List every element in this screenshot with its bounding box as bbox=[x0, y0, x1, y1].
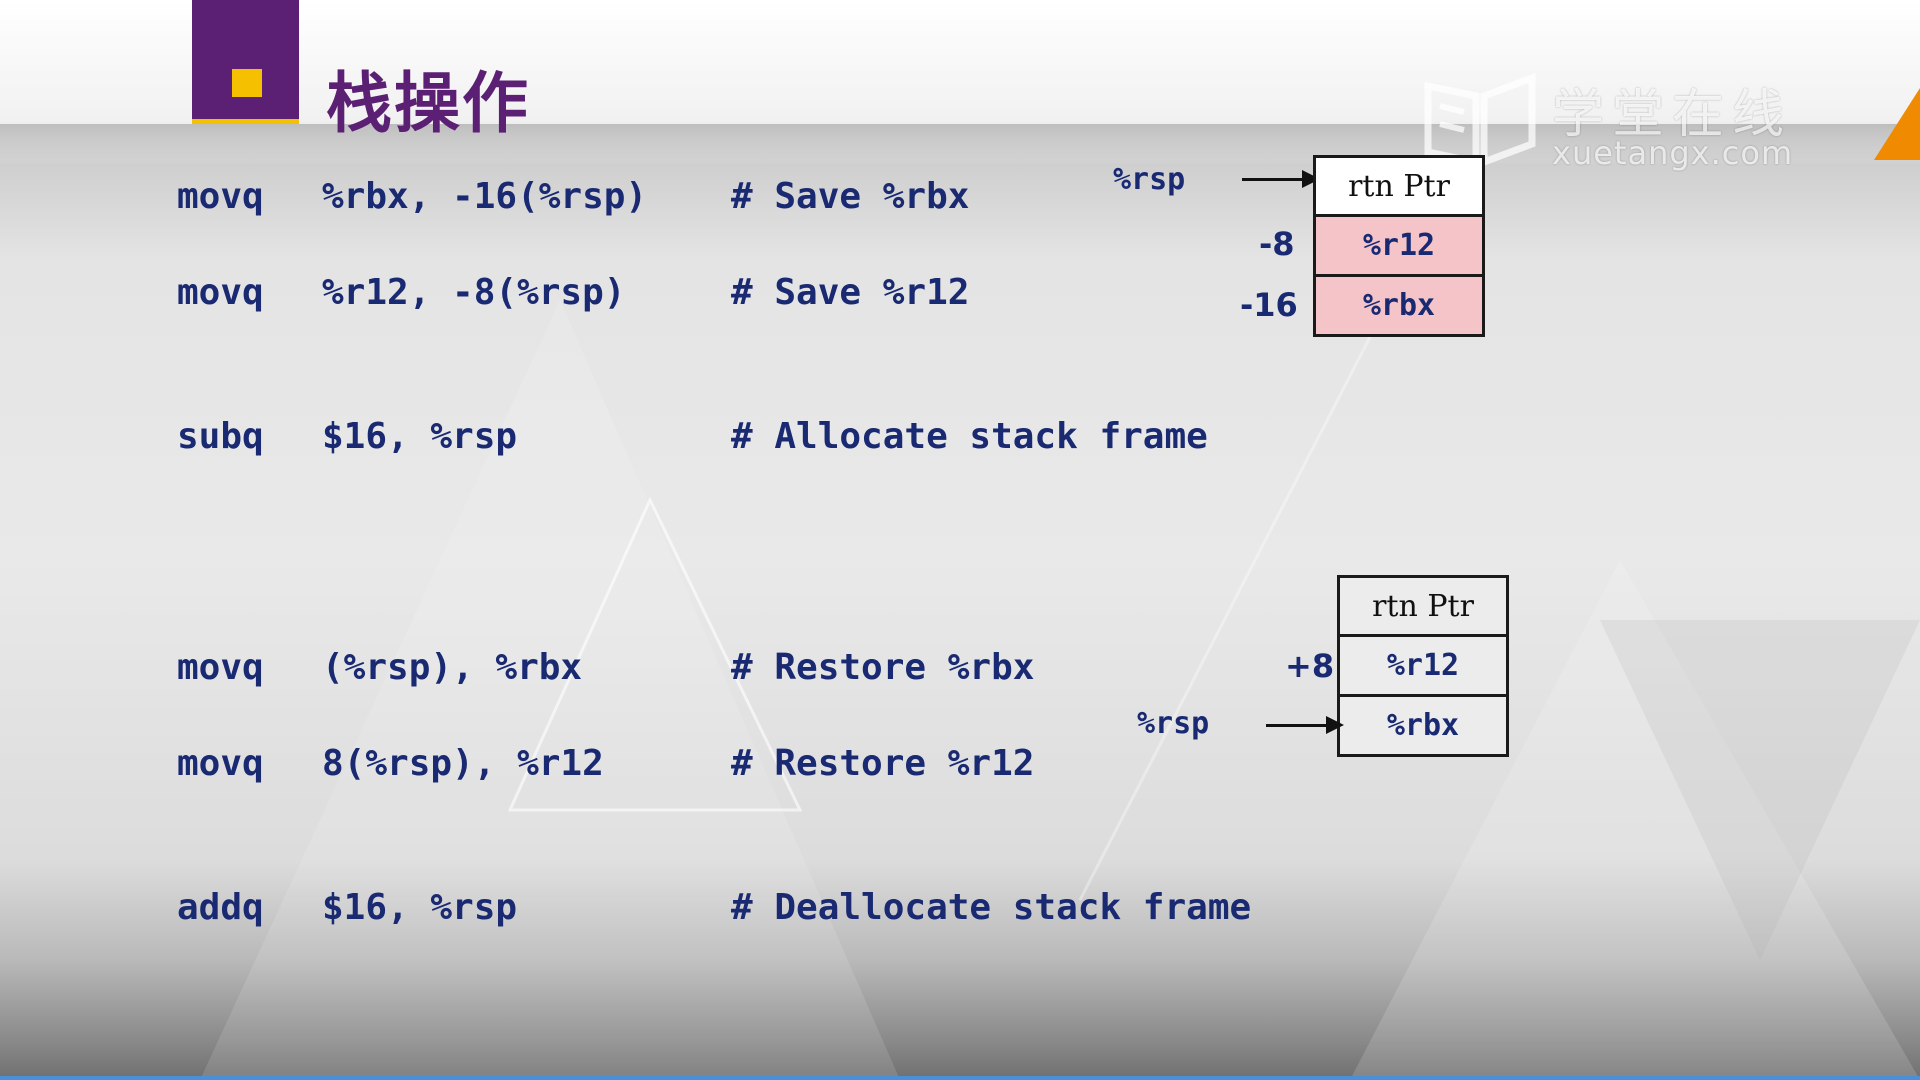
stack-bottom-rsp-arrow bbox=[1266, 716, 1344, 734]
stack-bottom-cell-rbx: %rbx bbox=[1337, 694, 1509, 757]
title-square-icon bbox=[232, 69, 262, 97]
code-args-3: $16, %rsp bbox=[322, 416, 518, 457]
stack-top-offset-minus8: -8 bbox=[1259, 225, 1295, 263]
stack-top-rsp-label: %rsp bbox=[1113, 162, 1186, 197]
code-op-5: movq bbox=[177, 743, 264, 784]
code-args-4: (%rsp), %rbx bbox=[322, 647, 583, 688]
code-op-3: subq bbox=[177, 416, 264, 457]
code-op-1: movq bbox=[177, 176, 264, 217]
watermark-url-text: xuetangx.com bbox=[1552, 134, 1794, 172]
code-comment-4: # Restore %rbx bbox=[731, 647, 1035, 688]
code-args-2: %r12, -8(%rsp) bbox=[322, 272, 626, 313]
code-op-4: movq bbox=[177, 647, 264, 688]
code-args-5: 8(%rsp), %r12 bbox=[322, 743, 604, 784]
code-comment-1: # Save %rbx bbox=[731, 176, 970, 217]
code-comment-3: # Allocate stack frame bbox=[731, 416, 1208, 457]
code-args-6: $16, %rsp bbox=[322, 887, 518, 928]
code-comment-5: # Restore %r12 bbox=[731, 743, 1035, 784]
stack-top-offset-minus16: -16 bbox=[1240, 286, 1298, 324]
header-shadow-bar bbox=[0, 124, 1920, 162]
code-op-6: addq bbox=[177, 887, 264, 928]
code-comment-6: # Deallocate stack frame bbox=[731, 887, 1252, 928]
stack-bottom-cell-rtn-ptr: rtn Ptr bbox=[1337, 575, 1509, 637]
video-progress-line bbox=[0, 1076, 1920, 1080]
title-accent-block bbox=[192, 0, 299, 124]
watermark-chinese-text: 学堂在线 bbox=[1552, 85, 1793, 145]
stack-bottom-offset-plus8: +8 bbox=[1285, 647, 1335, 685]
stack-bottom-rsp-label: %rsp bbox=[1137, 706, 1210, 741]
stack-top-cell-rtn-ptr: rtn Ptr bbox=[1313, 155, 1485, 217]
code-comment-2: # Save %r12 bbox=[731, 272, 970, 313]
stack-top-cell-rbx: %rbx bbox=[1313, 274, 1485, 337]
stack-bottom-cell-r12: %r12 bbox=[1337, 634, 1509, 697]
code-args-1: %rbx, -16(%rsp) bbox=[322, 176, 648, 217]
code-op-2: movq bbox=[177, 272, 264, 313]
page-title: 栈操作 bbox=[326, 65, 530, 142]
stack-top-cell-r12: %r12 bbox=[1313, 214, 1485, 277]
stack-top-rsp-arrow bbox=[1242, 170, 1320, 188]
